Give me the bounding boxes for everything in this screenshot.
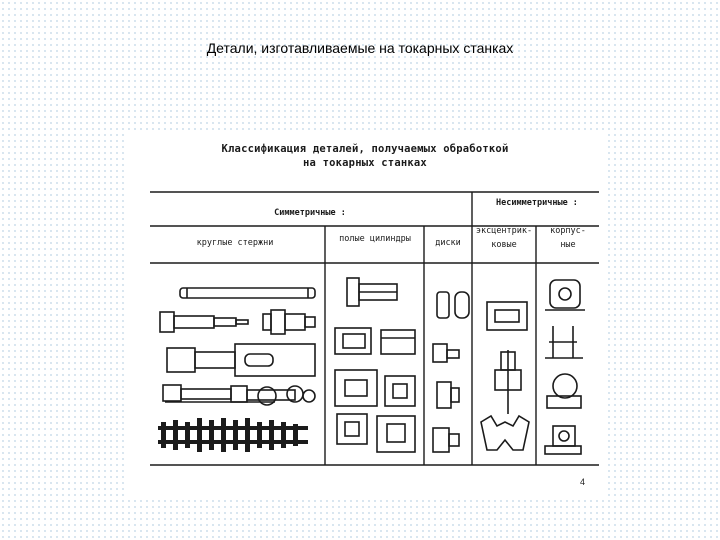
disks-drawings (432, 291, 470, 453)
column-label-round-rods: круглые стержни (196, 238, 274, 248)
column-label-housing-1: корпус- (550, 226, 586, 236)
column-label-eccentric-2: ковые (491, 240, 517, 250)
column-label-disks: диски (435, 238, 461, 248)
round-rods-drawings (159, 287, 316, 406)
housing-drawings (544, 279, 585, 455)
group-label-asymmetric: Несимметричные : (496, 198, 578, 208)
column-label-hollow-cylinders: полые цилиндры (339, 234, 411, 244)
classification-figure: Классификация деталей, получаемых обрабо… (125, 130, 605, 498)
page-number: 4 (580, 477, 586, 487)
ribbed-shaft-drawing (158, 418, 308, 452)
eccentric-drawings (480, 301, 530, 451)
column-label-eccentric-1: эксцентрик- (475, 226, 533, 236)
figure-heading: Классификация деталей, получаемых обрабо… (221, 143, 509, 155)
column-label-housing-2: ные (560, 240, 576, 250)
slide-title: Детали, изготавливаемые на токарных стан… (206, 40, 514, 56)
classification-table-drawing (150, 191, 599, 466)
hollow-cylinders-drawings (334, 277, 416, 453)
group-label-symmetric: Симметричные : (274, 208, 346, 218)
figure-subheading: на токарных станках (303, 157, 427, 169)
